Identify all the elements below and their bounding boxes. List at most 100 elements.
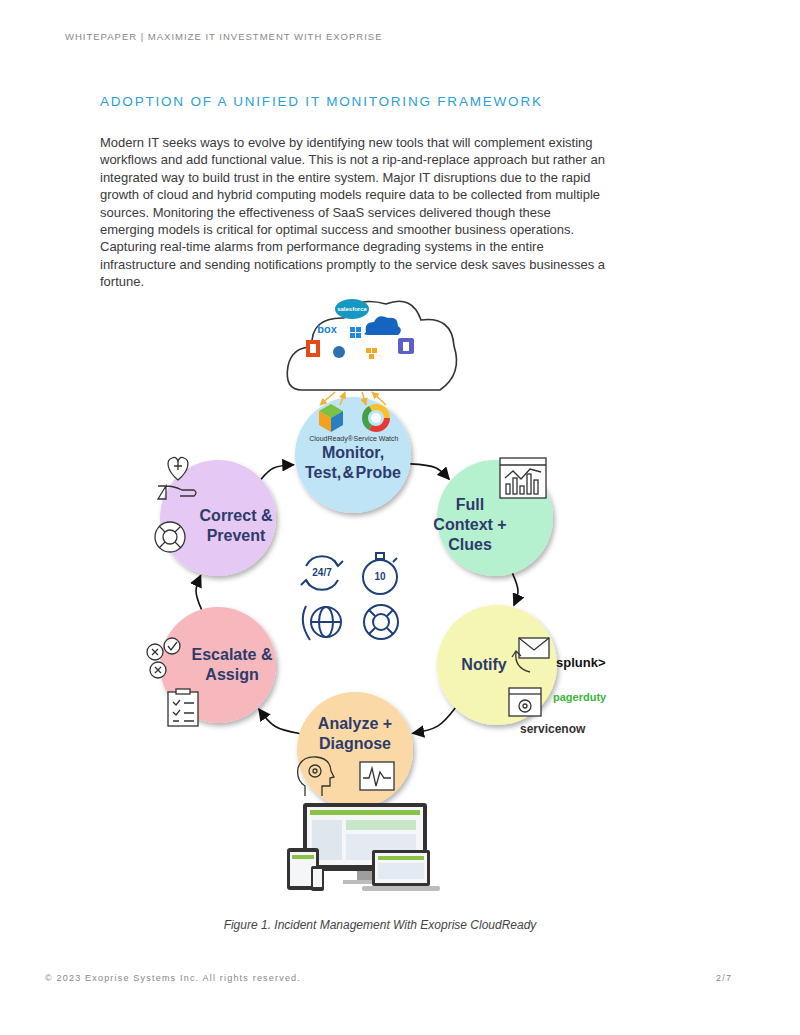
chart-icon-part — [534, 480, 538, 494]
analyze-icons — [298, 757, 394, 796]
product-logos-part — [365, 407, 387, 429]
chart-icon-part — [500, 458, 546, 498]
cycle-arrow — [512, 573, 518, 605]
analyze-icons-part — [363, 768, 391, 786]
correct-icons-part — [163, 530, 177, 544]
service-icons-part — [376, 553, 384, 559]
step-label: Analyze + Diagnose — [305, 714, 405, 754]
chart-icon — [500, 458, 546, 498]
cycle-connector-group — [259, 709, 300, 734]
cycle-connector-group — [512, 573, 518, 605]
cloud-illustration-part — [350, 327, 355, 332]
service-icons-part — [311, 621, 341, 623]
logo-text: box — [315, 323, 339, 335]
escalate-icons-part — [173, 700, 194, 721]
circle-shape — [160, 607, 276, 723]
devices-illustration-part — [292, 855, 314, 859]
page-number: 2/7 — [716, 973, 756, 983]
notify-icons-part — [512, 651, 521, 657]
devices-illustration-part — [312, 820, 342, 860]
product-logos-part — [371, 413, 381, 423]
cloud-illustration-part — [366, 348, 371, 353]
circle-outline — [160, 607, 276, 723]
service-icons-part — [319, 607, 333, 637]
devices-illustration-part — [357, 871, 373, 880]
logo-text: splunk> — [556, 655, 626, 670]
cloud-illustration-part — [350, 333, 355, 338]
analyze-icons-part — [298, 757, 334, 796]
step-label: Full Context + Clues — [428, 495, 512, 555]
cycle-connector-group — [261, 465, 294, 479]
service-icons-part — [306, 580, 338, 590]
correct-icons-part — [158, 486, 196, 499]
escalate-icons-part — [150, 662, 166, 678]
step-label: Monitor, Test, & Probe — [303, 443, 403, 483]
cycle-arrow — [259, 709, 300, 734]
product-name: Service Watch — [349, 434, 403, 443]
circle-shape — [437, 605, 557, 725]
cycle-arrow — [261, 465, 294, 479]
step-label: Correct & Prevent — [194, 506, 278, 546]
analyze-icons-part — [309, 765, 321, 777]
circle-shape — [297, 692, 413, 808]
step-label: Escalate & Assign — [187, 645, 277, 685]
devices-illustration-part — [362, 886, 440, 891]
product-logos-part — [365, 407, 387, 429]
chart-icon-part — [505, 469, 541, 479]
service-icons-part — [301, 580, 310, 586]
section-title: ADOPTION OF A UNIFIED IT MONITORING FRAM… — [100, 94, 543, 109]
devices-illustration-part — [346, 820, 416, 830]
cloud-illustration-part — [310, 344, 316, 353]
service-icons-part — [393, 558, 397, 562]
cycle-connector-group — [410, 464, 449, 479]
icon-text: 24/7 — [307, 567, 337, 579]
escalate-icons-part — [147, 644, 163, 660]
cycle-arrow — [410, 464, 449, 479]
notify-icons-part — [519, 638, 549, 650]
escalate-icons — [147, 638, 198, 726]
icon-text: 10 — [368, 571, 392, 583]
service-icons-part — [334, 560, 343, 566]
chart-icon-part — [520, 486, 524, 494]
correct-icons-part — [155, 522, 185, 552]
cloud-illustration-part — [356, 333, 361, 338]
service-icons-part — [364, 605, 398, 639]
escalate-icons-part — [176, 689, 190, 694]
cloud-illustration — [287, 299, 456, 390]
devices-illustration-part — [375, 853, 427, 883]
correct-icons — [155, 457, 196, 552]
chart-icon-part — [506, 484, 510, 494]
process-circle: CloudReady®Service WatchMonitor, Test, &… — [295, 397, 411, 513]
logo-text: salesforce — [332, 305, 372, 313]
cycle-connector-group — [196, 575, 201, 609]
notify-icons-part — [509, 693, 541, 694]
sync-arrows-part — [362, 392, 366, 405]
sync-arrows-part — [340, 392, 345, 405]
correct-icons-part — [168, 457, 188, 480]
product-logos-part — [319, 404, 343, 418]
correct-icons-part — [159, 526, 181, 548]
devices-illustration-part — [378, 856, 424, 860]
service-icons-part — [306, 556, 338, 566]
devices-illustration-part — [287, 848, 319, 890]
cloud-illustration-part — [372, 348, 377, 353]
cloud-illustration-part — [306, 340, 320, 357]
devices-illustration-part — [372, 850, 430, 886]
correct-icons-part — [174, 462, 182, 470]
notify-icons — [509, 638, 549, 716]
escalate-icons-part — [168, 642, 177, 650]
devices-illustration-part — [346, 834, 416, 860]
product-logos-part — [331, 411, 343, 432]
devices-illustration-part — [303, 803, 427, 871]
notify-icons-part — [519, 638, 549, 658]
page-header: WHITEPAPER | MAXIMIZE IT INVESTMENT WITH… — [65, 31, 585, 42]
service-icons-part — [311, 607, 341, 637]
circle-shape — [295, 397, 411, 513]
cloud-illustration-part — [398, 338, 414, 354]
process-circle: Full Context + Clues — [437, 460, 553, 576]
devices-illustration-part — [378, 863, 424, 879]
escalate-icons-part — [152, 649, 161, 673]
